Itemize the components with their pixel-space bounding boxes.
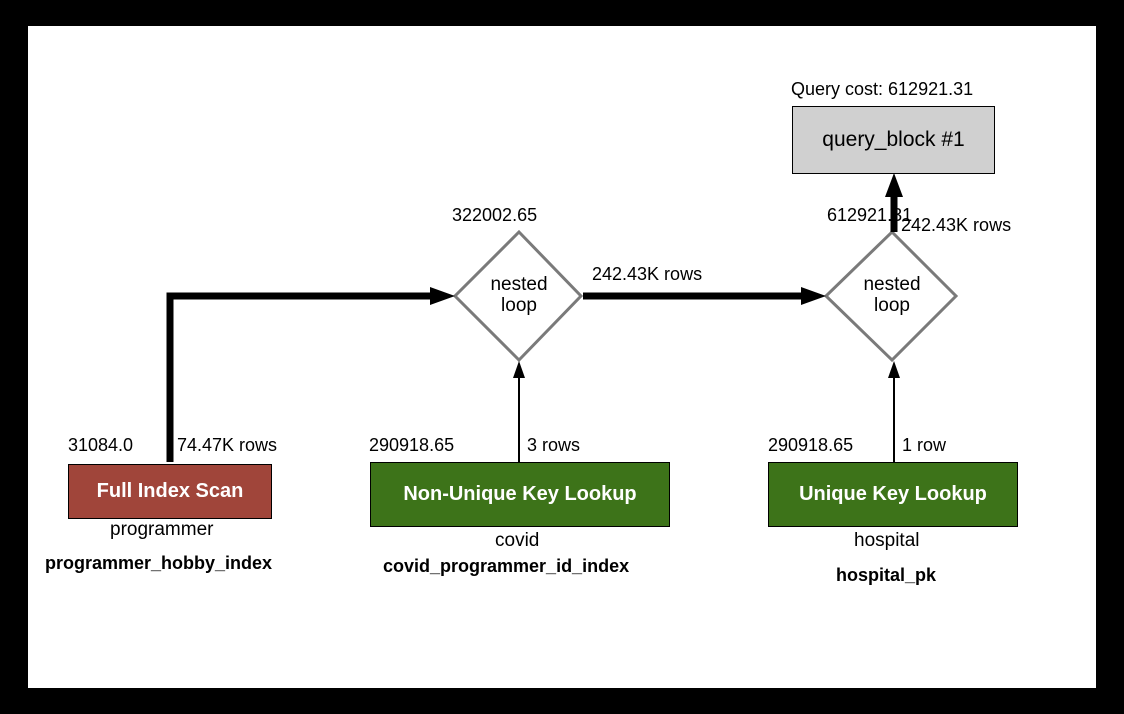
root-edge-rows-label: 242.43K rows xyxy=(901,215,1012,235)
non-unique-lookup-node[interactable]: Non-Unique Key Lookup xyxy=(370,462,670,527)
nested-loop-2-cost: 612921.31 xyxy=(827,205,913,225)
full-index-scan-rows: 74.47K rows xyxy=(177,435,278,455)
non-unique-lookup-rows: 3 rows xyxy=(527,435,581,455)
full-index-scan-label: Full Index Scan xyxy=(96,480,244,502)
edge-scan-to-loop1-arrowhead xyxy=(430,287,455,305)
non-unique-lookup-index: covid_programmer_id_index xyxy=(383,556,630,576)
edge-hospital-to-loop2-arrowhead xyxy=(888,361,900,378)
unique-lookup-cost: 290918.65 xyxy=(768,435,854,455)
nested-loop-2-diamond[interactable] xyxy=(823,229,959,363)
non-unique-lookup-table: covid xyxy=(495,530,540,551)
nested-loop-2-label: nested loop xyxy=(863,274,921,316)
edge-loop2-to-root-arrowhead xyxy=(885,173,903,197)
edge-scan-to-loop1 xyxy=(166,292,433,462)
nested-loop-1-label: nested loop xyxy=(490,274,548,316)
full-index-scan-table: programmer xyxy=(110,519,214,540)
full-index-scan-cost: 31084.0 xyxy=(68,435,134,455)
unique-lookup-table: hospital xyxy=(854,530,920,551)
unique-lookup-node[interactable]: Unique Key Lookup xyxy=(768,462,1018,527)
loop1-out-rows-label: 242.43K rows xyxy=(592,264,703,284)
plan-connectors xyxy=(166,173,959,462)
query-block-node[interactable]: query_block #1 xyxy=(792,106,995,174)
edge-covid-to-loop1-arrowhead xyxy=(513,361,525,378)
non-unique-lookup-cost: 290918.65 xyxy=(369,435,455,455)
non-unique-lookup-label: Non-Unique Key Lookup xyxy=(403,483,637,505)
execution-plan-canvas: Query cost: 612921.31 query_block #1 242… xyxy=(28,26,1096,688)
unique-lookup-index: hospital_pk xyxy=(836,565,937,585)
edge-loop1-to-loop2-arrowhead xyxy=(801,287,826,305)
unique-lookup-label: Unique Key Lookup xyxy=(799,483,987,505)
query-cost-label: Query cost: 612921.31 xyxy=(791,79,974,99)
full-index-scan-node[interactable]: Full Index Scan xyxy=(68,464,272,519)
query-block-label: query_block #1 xyxy=(822,128,965,151)
nested-loop-1-cost: 322002.65 xyxy=(452,205,538,225)
nested-loop-1-diamond[interactable] xyxy=(452,229,584,363)
unique-lookup-rows: 1 row xyxy=(902,435,947,455)
full-index-scan-index: programmer_hobby_index xyxy=(45,553,273,573)
